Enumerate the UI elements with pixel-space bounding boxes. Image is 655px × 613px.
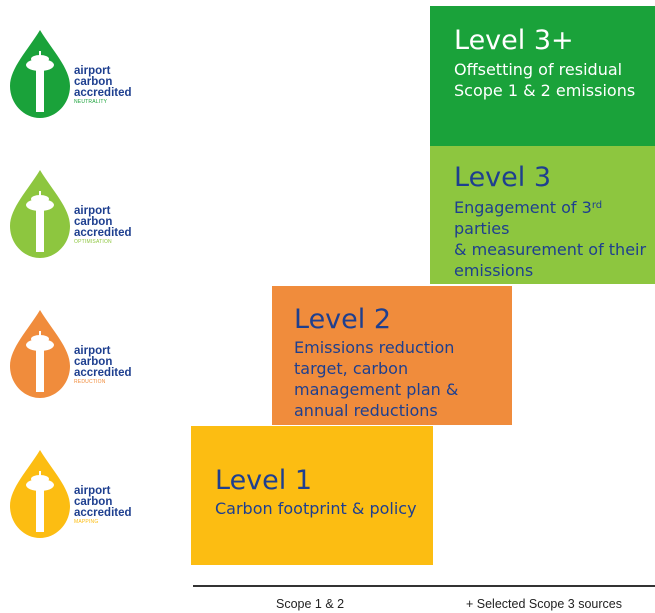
level-2-desc-line-3: management plan & <box>294 380 459 399</box>
logo-text-airport: airport <box>74 345 111 357</box>
level-3-plus-desc-line-1: Offsetting of residual <box>454 60 623 79</box>
drop-tower-icon <box>10 30 70 118</box>
scope-3-label: + Selected Scope 3 sources <box>466 597 622 611</box>
logo-subtitle: MAPPING <box>74 519 99 525</box>
logo-text-carbon: carbon <box>74 356 113 368</box>
logo-text-accredited: accredited <box>74 507 132 519</box>
logo-text-airport: airport <box>74 485 111 497</box>
logo-neutrality: airport carbon accredited NEUTRALITY <box>8 28 138 128</box>
logo-text-accredited: accredited <box>74 367 132 379</box>
level-2-desc-line-2: target, carbon <box>294 359 409 378</box>
level-3-desc-pre: Engagement of 3 <box>454 198 592 217</box>
logo-text-airport: airport <box>74 65 111 77</box>
level-3-desc-post: parties <box>454 219 510 238</box>
logo-text-carbon: carbon <box>74 496 113 508</box>
scope-1-2-label: Scope 1 & 2 <box>276 597 345 611</box>
level-3-plus-desc-line-2: Scope 1 & 2 emissions <box>454 81 636 100</box>
level-3-desc-line-1: Engagement of 3rd parties <box>454 197 655 239</box>
logo-reduction: airport carbon accredited REDUCTION <box>8 308 138 408</box>
level-3-title: Level 3 <box>454 162 552 193</box>
logo-text-carbon: carbon <box>74 76 113 88</box>
level-3-desc-line-2: & measurement of their <box>454 240 647 259</box>
level-3-desc-line-3: emissions <box>454 261 534 280</box>
level-1-block: Level 1 Carbon footprint & policy <box>191 426 433 565</box>
level-3-plus-block: Level 3+ Offsetting of residual Scope 1 … <box>430 6 655 146</box>
logo-text-accredited: accredited <box>74 87 132 99</box>
level-3-desc-sup: rd <box>591 200 603 211</box>
level-2-title: Level 2 <box>294 304 392 335</box>
level-2-desc-line-1: Emissions reduction <box>294 338 455 357</box>
logo-text-airport: airport <box>74 205 111 217</box>
scope-axis-line <box>193 585 655 587</box>
logo-subtitle: REDUCTION <box>74 379 106 385</box>
level-3-plus-title: Level 3+ <box>454 25 574 56</box>
drop-tower-icon <box>10 170 70 258</box>
logo-text-accredited: accredited <box>74 227 132 239</box>
logo-subtitle: OPTIMISATION <box>74 239 112 245</box>
level-1-desc-line-1: Carbon footprint & policy <box>215 499 417 518</box>
drop-tower-icon <box>10 310 70 398</box>
level-2-block: Level 2 Emissions reduction target, carb… <box>272 286 512 425</box>
level-1-title: Level 1 <box>215 465 313 496</box>
level-2-desc-line-4: annual reductions <box>294 401 438 420</box>
level-3-block: Level 3 Engagement of 3rd parties & meas… <box>430 146 655 284</box>
logo-mapping: airport carbon accredited MAPPING <box>8 448 138 548</box>
logo-subtitle: NEUTRALITY <box>74 99 108 105</box>
logo-optimisation: airport carbon accredited OPTIMISATION <box>8 168 138 268</box>
drop-tower-icon <box>10 450 70 538</box>
logo-text-carbon: carbon <box>74 216 113 228</box>
